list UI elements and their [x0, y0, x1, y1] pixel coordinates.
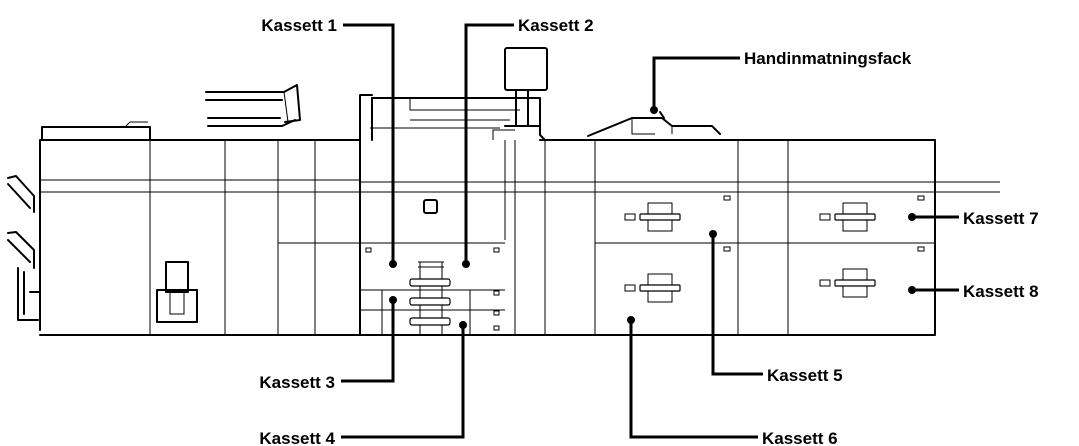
callout-line-kassett-2: [464, 23, 514, 264]
callout-dot-kassett-2: [462, 260, 470, 268]
label-kassett-4: Kassett 4: [259, 429, 335, 446]
callout-dot-kassett-1: [389, 260, 397, 268]
callout-line-bypass-tray: [652, 56, 740, 110]
label-kassett-3: Kassett 3: [259, 373, 335, 392]
control-panel-icon: [504, 47, 548, 135]
label-kassett-8: Kassett 8: [963, 282, 1039, 301]
tray-handle-icon: [624, 202, 681, 232]
callout-line-kassett-3: [341, 300, 395, 383]
main-engine: [359, 47, 1000, 336]
side-tray-icon: [7, 175, 41, 321]
bypass-tray-icon: [587, 111, 721, 137]
paper-feed-unit: [587, 111, 936, 336]
tray-handle-icon: [819, 268, 876, 298]
tray-release-icon: [409, 261, 451, 335]
callout-line-kassett-4: [341, 325, 465, 439]
callout-dot-kassett-7: [908, 213, 916, 221]
label-kassett-6: Kassett 6: [762, 429, 838, 446]
power-button-icon: [423, 199, 438, 214]
callout-line-kassett-1: [343, 23, 395, 264]
callout-dot-kassett-5: [709, 230, 717, 238]
handle-icon: [156, 261, 198, 323]
tray-handle-icon: [819, 202, 876, 232]
label-bypass-tray: Handinmatningsfack: [744, 49, 912, 68]
callout-line-kassett-6: [629, 320, 758, 439]
callout-dot-kassett-6: [627, 316, 635, 324]
label-kassett-1: Kassett 1: [261, 16, 337, 35]
callout-dot-kassett-8: [908, 286, 916, 294]
callout-dot-kassett-4: [459, 321, 467, 329]
finisher: [7, 84, 361, 336]
label-kassett-7: Kassett 7: [963, 209, 1039, 228]
stacker-tray-icon: [205, 84, 301, 127]
tray-handle-icon: [624, 273, 681, 303]
callout-lines: [341, 23, 959, 439]
label-kassett-2: Kassett 2: [518, 16, 594, 35]
label-kassett-5: Kassett 5: [767, 366, 843, 385]
callout-dot-bypass-tray: [650, 106, 658, 114]
callout-line-kassett-5: [711, 234, 763, 376]
callout-dot-kassett-3: [389, 296, 397, 304]
